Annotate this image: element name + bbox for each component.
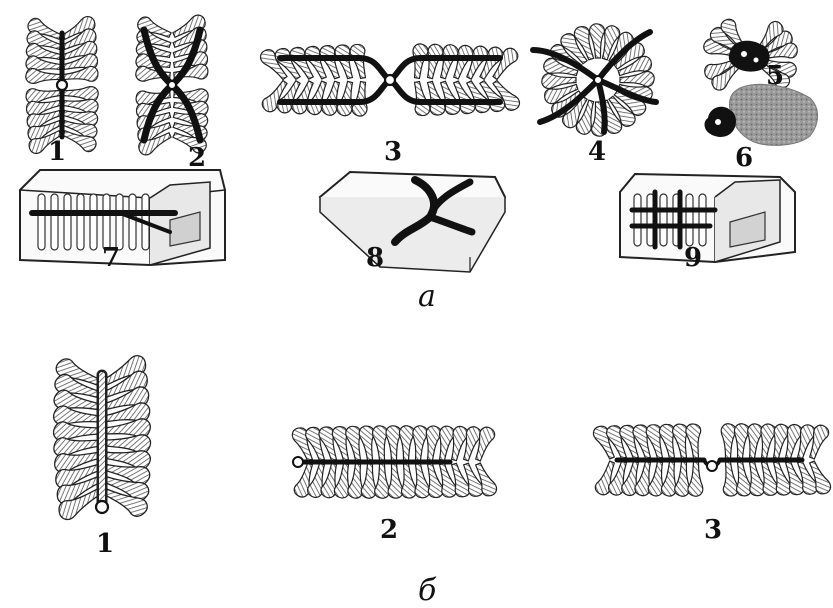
diagram-b3 xyxy=(591,423,832,497)
label-a2: 2 xyxy=(188,143,206,173)
label-a9: 9 xyxy=(684,243,702,273)
lobe-shape xyxy=(732,423,750,459)
groove xyxy=(129,194,136,250)
lobe-shape xyxy=(398,425,415,460)
label-a3: 3 xyxy=(384,137,402,167)
lobe-shape xyxy=(734,461,752,497)
lobe-shape xyxy=(688,462,705,497)
diagram-a8 xyxy=(320,172,505,272)
diagram-b1 xyxy=(52,353,151,522)
groove xyxy=(103,194,110,250)
groove xyxy=(634,194,641,246)
label-a1: 1 xyxy=(48,137,66,167)
diagram-a3 xyxy=(258,43,522,117)
groove xyxy=(116,194,123,250)
diagram-a6 xyxy=(705,84,818,145)
groove xyxy=(90,194,97,250)
diagram-a4 xyxy=(533,24,656,136)
label-b2: 2 xyxy=(380,515,398,545)
diagram-a1 xyxy=(25,14,99,156)
groove xyxy=(699,194,706,246)
label-b1: 1 xyxy=(96,529,114,559)
section-b: 1 2 3 б xyxy=(52,353,832,608)
label-b3: 3 xyxy=(704,515,722,545)
label-a6: 6 xyxy=(735,143,753,173)
groove xyxy=(38,194,45,250)
lobe-shape xyxy=(400,463,417,498)
caption-a: а xyxy=(418,279,436,314)
groove xyxy=(686,194,693,246)
label-a8: 8 xyxy=(366,243,384,273)
lobe-shape xyxy=(386,426,401,460)
label-a4: 4 xyxy=(588,137,606,167)
groove xyxy=(77,194,84,250)
lobe-shape xyxy=(388,464,403,498)
lobe-shape xyxy=(685,424,702,459)
diagram-a7 xyxy=(20,170,225,265)
groove xyxy=(51,194,58,250)
section-a: 1 2 3 4 5 6 7 8 9 а xyxy=(20,13,818,314)
label-a5: 5 xyxy=(766,61,784,91)
lobe-shape xyxy=(722,461,739,496)
lobe-shape xyxy=(25,68,60,85)
groove xyxy=(64,194,71,250)
lobe-shape xyxy=(720,423,737,458)
diagram-a9 xyxy=(620,174,795,262)
groove xyxy=(660,194,667,246)
label-a7: 7 xyxy=(102,243,120,273)
diagram-a2 xyxy=(135,13,209,157)
caption-b: б xyxy=(418,573,437,608)
diagram-b2 xyxy=(290,425,498,499)
